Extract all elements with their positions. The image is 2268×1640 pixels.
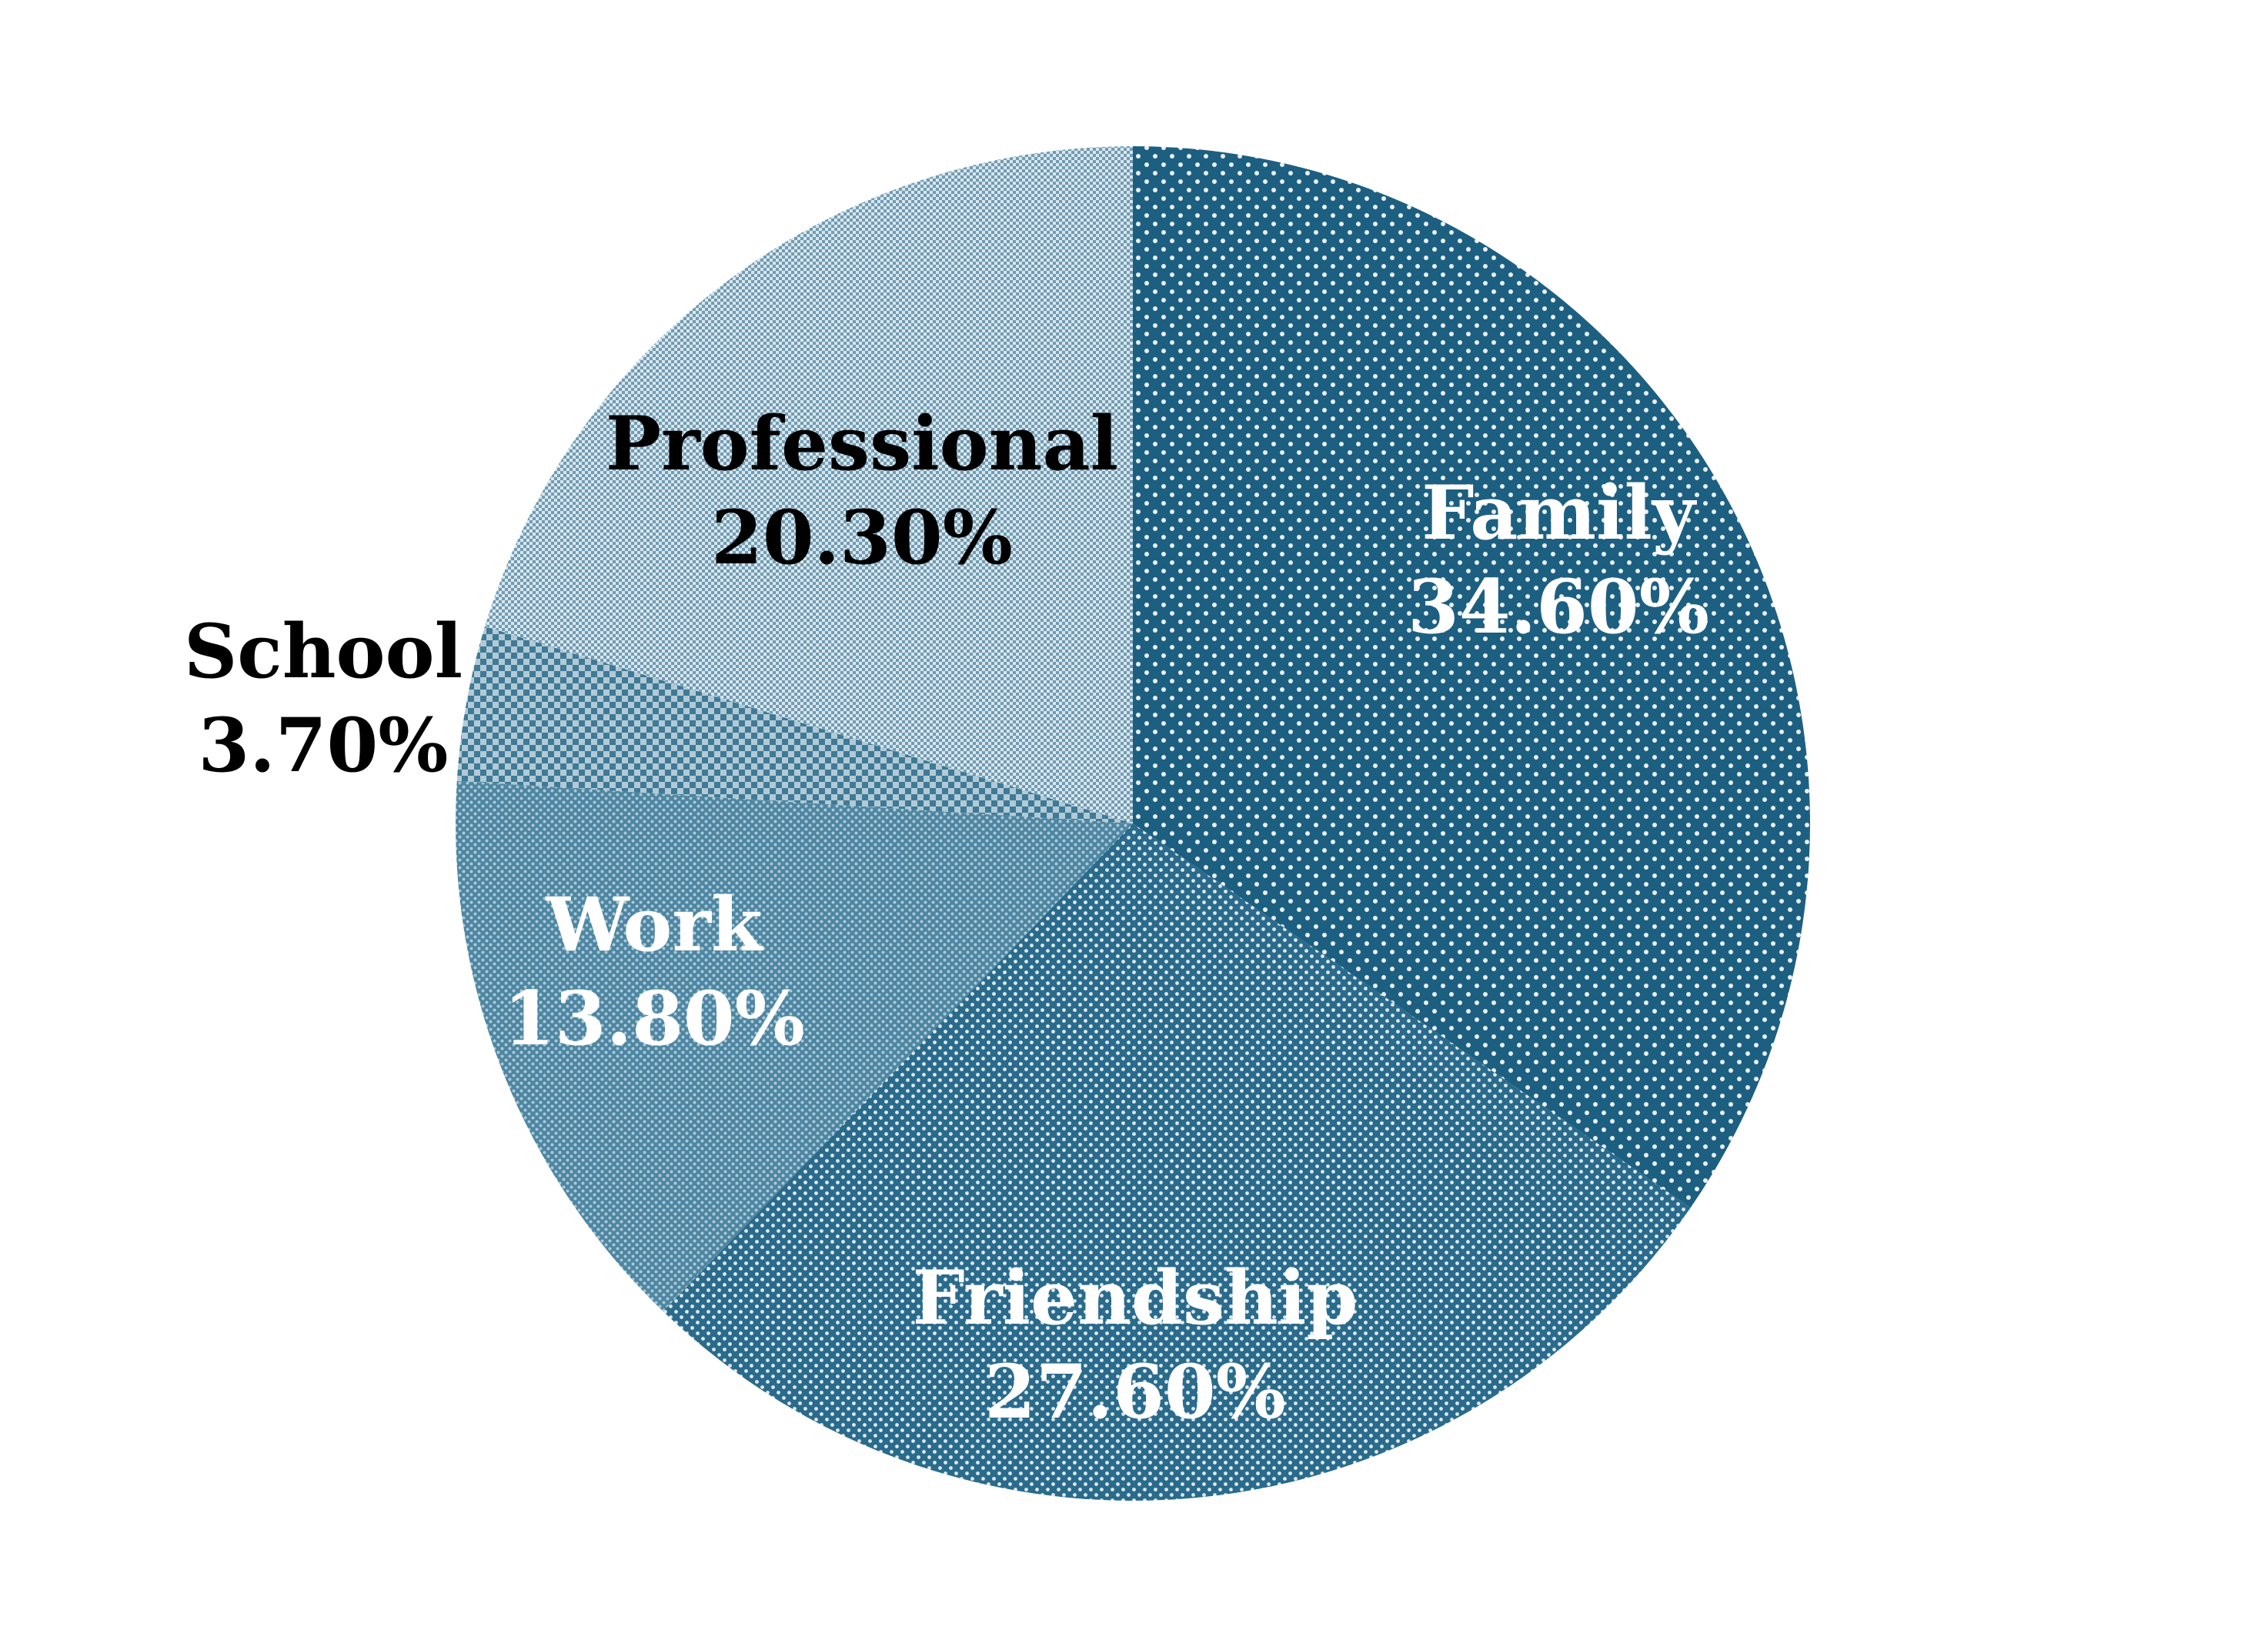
pie-slice-professional	[485, 146, 1133, 823]
slice-percent-work: 13.80%	[503, 975, 805, 1062]
slice-category-work: Work	[545, 881, 764, 968]
slice-category-professional: Professional	[606, 400, 1118, 487]
pie-slices	[455, 146, 1810, 1501]
slice-percent-friendship: 27.60%	[984, 1348, 1286, 1435]
slice-percent-family: 34.60%	[1408, 563, 1709, 650]
pie-slice-school	[456, 626, 1133, 823]
pie-slice-family	[1133, 146, 1810, 1208]
pie-slice-friendship	[663, 823, 1691, 1501]
slice-percent-professional: 20.30%	[711, 494, 1013, 581]
slice-percent-school: 3.70%	[198, 702, 448, 789]
slice-category-family: Family	[1421, 469, 1698, 556]
slice-category-school: School	[184, 608, 463, 695]
slice-category-friendship: Friendship	[913, 1254, 1358, 1341]
pie-slice-work	[455, 780, 1133, 1311]
